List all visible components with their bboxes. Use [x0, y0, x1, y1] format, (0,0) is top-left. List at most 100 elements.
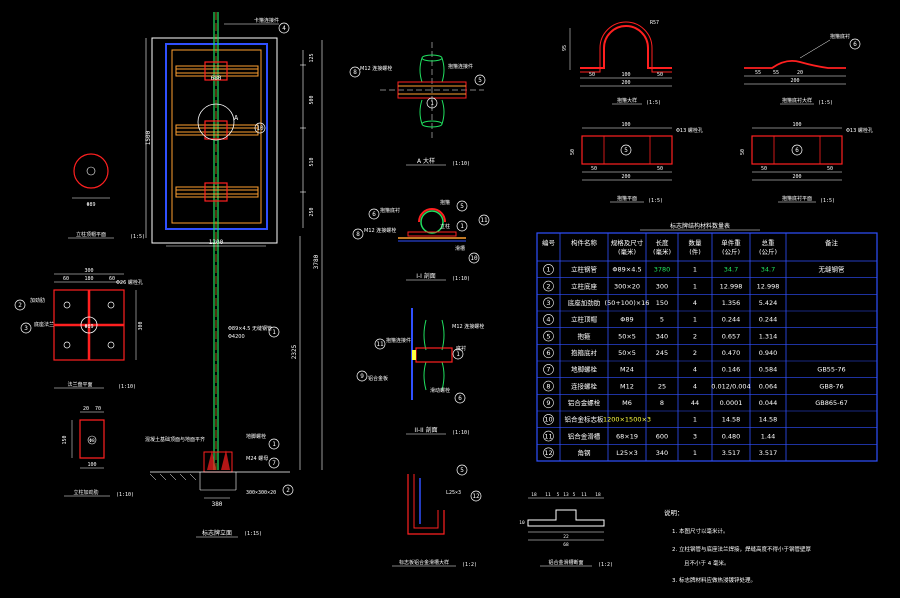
hplan-hole: Φ13 螺栓孔	[676, 127, 703, 134]
svg-text:12: 12	[472, 493, 480, 500]
s2-label-plate: 铝合金板	[368, 375, 388, 382]
title-hoop-plan: 抱箍平面	[617, 195, 637, 202]
table-cell: 0.244	[759, 316, 778, 324]
table-cell: 4	[693, 382, 697, 390]
note-3: 3. 标志牌材料应做热浸镀锌处理。	[672, 576, 756, 584]
dim-cap: Φ89	[86, 202, 95, 208]
callout-1b: 1	[272, 329, 276, 336]
hplan-dim-50b: 50	[657, 166, 663, 172]
hpp-dim-50b: 50	[827, 166, 833, 172]
table-cell: 立柱钢管	[571, 265, 598, 274]
hoop-dim-200: 200	[621, 80, 630, 86]
dim-125: 125	[309, 53, 315, 62]
marker-a: A	[234, 114, 239, 122]
table-cell: 10	[544, 416, 552, 424]
table-header: 总重	[762, 238, 776, 247]
bp-label-flange: 底座法兰	[34, 321, 54, 328]
table-cell: 0.146	[722, 366, 741, 374]
svg-text:6: 6	[458, 395, 462, 402]
hp-dim-55b: 55	[773, 70, 779, 76]
table-cell: 4	[693, 366, 697, 374]
rib-dim-20: 20	[83, 406, 89, 412]
table-cell: 无缝钢管	[819, 265, 846, 274]
svg-text:1: 1	[456, 351, 460, 358]
bp-dim-300b: 300	[138, 321, 144, 330]
label-pipe-spec: Φ89×4.5 无缝钢管	[228, 325, 272, 332]
table-cell: 铝合金螺栓	[568, 398, 601, 407]
table-header: 长度	[656, 238, 670, 247]
title-a: A 大样	[417, 157, 435, 165]
callout-4: 4	[282, 25, 286, 32]
svg-text:5: 5	[460, 203, 464, 210]
table-cell: 2	[693, 349, 697, 357]
table-cell: (50+100)×16	[605, 299, 650, 307]
table-cell: 3	[693, 432, 697, 440]
s2-label-slide: 滑动螺栓	[430, 387, 450, 394]
title-hoop: 抱箍大样	[617, 97, 637, 104]
channel-dim: L25×3	[446, 490, 461, 496]
dim-base-plate: 300×300×20	[246, 490, 276, 496]
table-cell: 铝合金滑槽	[568, 431, 601, 440]
table-cell: 0.940	[759, 349, 778, 357]
bp-dim-300a: 300	[84, 268, 93, 274]
table-cell: 9	[546, 399, 550, 407]
channel-detail: 12 5 L25×3 标志板铝合金滑槽大样 (1:2)	[392, 464, 482, 568]
table-cell: 2	[546, 282, 550, 290]
pole-elevation: 4 10 1 7 2 1 卡箍连接件 680 A 1200 1500 125 5…	[145, 12, 323, 538]
s1-label-channel: 滑槽	[455, 245, 465, 252]
table-header: (公斤)	[759, 247, 777, 256]
hplan-dim-200: 200	[621, 174, 630, 180]
hoop-plate-detail: 6 抱箍底衬 55 55 20 200 抱箍底衬大样 (1:5)	[744, 33, 861, 106]
rail-2	[175, 103, 259, 141]
scale-hoop: (1:5)	[646, 100, 661, 106]
table-cell: 300	[656, 282, 668, 290]
hpp-dim-100: 100	[792, 122, 801, 128]
table-cell: 0.584	[759, 366, 778, 374]
scale-cap: (1:5)	[130, 234, 145, 240]
table-title: 标志牌结构材料数量表	[670, 222, 730, 230]
table-cell: 44	[691, 399, 699, 407]
hoop-dim-50a: 50	[589, 72, 595, 78]
table-cell: 340	[656, 449, 668, 457]
table-cell: 立柱底座	[571, 281, 598, 290]
bp-dim-180: 180	[84, 276, 93, 282]
hoop-dim-r: R57	[650, 20, 659, 26]
table-cell: 0.044	[759, 399, 778, 407]
aluminum-section: 18 11 5 13 5 11 18 22 68 10 铝合金滑槽断面 (1:2…	[519, 492, 613, 568]
label-anchor: 地脚螺栓	[246, 433, 266, 440]
table-cell: 0.064	[759, 382, 778, 390]
s2-label-bolt: M12 连接螺栓	[452, 323, 484, 330]
table-cell: 0.470	[722, 349, 741, 357]
table-cell: 14.58	[759, 416, 778, 424]
svg-text:8: 8	[353, 69, 357, 76]
table-cell: 8	[660, 399, 664, 407]
svg-text:3: 3	[24, 325, 28, 332]
rail-3	[175, 182, 259, 202]
table-cell: 1200×1500×3	[603, 416, 651, 424]
rib-dim-phi8: Φ8	[89, 438, 95, 444]
title-hoop-plate: 抱箍底衬大样	[782, 97, 812, 104]
table-cell: M24	[620, 366, 634, 374]
callout-1: 1	[272, 441, 276, 448]
al-dim-1: 11	[545, 492, 551, 498]
hp-dim-20: 20	[797, 70, 803, 76]
svg-text:1: 1	[460, 223, 464, 230]
a-label-clamp: 抱箍连接件	[448, 63, 473, 70]
table-cell: 立柱顶帽	[571, 315, 598, 324]
a-label-bolt: M12 连接螺栓	[360, 65, 392, 72]
scale-rib: (1:10)	[116, 492, 134, 498]
svg-text:11: 11	[480, 217, 488, 224]
title-rib: 立柱加劲肋	[73, 489, 98, 496]
table-cell: 12.998	[757, 282, 780, 290]
table-header: 规格及尺寸	[611, 238, 644, 247]
note-2: 2. 立柱钢管与底座法兰焊接，焊缝高度不得小于钢管壁厚	[672, 545, 811, 553]
table-cell: 抱箍底衬	[571, 348, 598, 357]
hoop-detail: R57 50 100 50 200 95 抱箍大样 (1:5)	[562, 20, 672, 106]
dim-380: 380	[212, 501, 223, 508]
table-cell: L25×3	[616, 449, 637, 457]
svg-text:2: 2	[18, 302, 22, 309]
al-dim-5: 11	[581, 492, 587, 498]
table-header: 数量	[689, 238, 703, 247]
table-cell: 1	[693, 416, 697, 424]
scale-pole-elevation: (1:15)	[244, 531, 262, 537]
